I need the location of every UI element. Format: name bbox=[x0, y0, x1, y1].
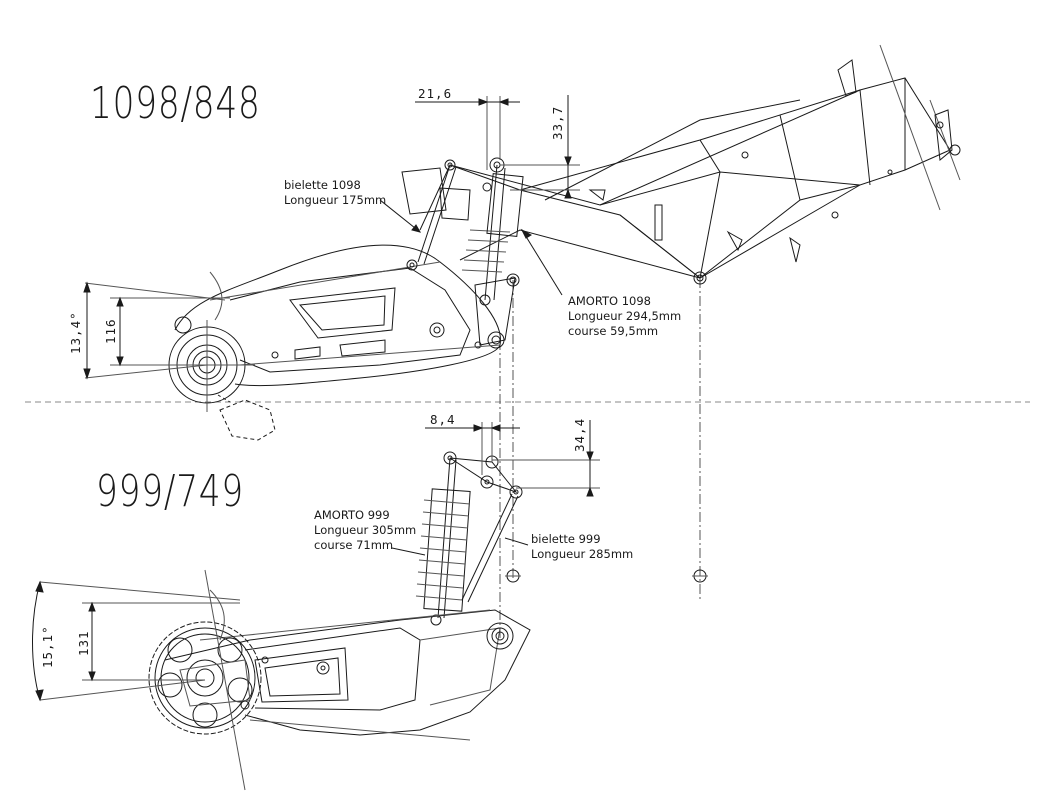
dim-bottom-height: 131 bbox=[76, 630, 91, 656]
leader-bielette-999 bbox=[505, 538, 528, 545]
shock-1098 bbox=[402, 158, 523, 305]
dimensions-bottom bbox=[33, 420, 601, 700]
dim-bottom-horizontal: 8,4 bbox=[430, 412, 456, 427]
note-line: Longueur 285mm bbox=[531, 547, 634, 561]
leader-amorto-1098 bbox=[522, 230, 562, 295]
note-line: course 59,5mm bbox=[568, 324, 659, 338]
swingarm-999 bbox=[165, 610, 530, 740]
note-line: course 71mm bbox=[314, 538, 394, 552]
shock-999 bbox=[416, 452, 470, 625]
title-999-749: 999/749 bbox=[96, 466, 245, 517]
angle-arc-bottom bbox=[210, 590, 224, 640]
title-1098-848: 1098/848 bbox=[90, 78, 261, 129]
note-line: AMORTO 1098 bbox=[568, 294, 651, 308]
note-line: Longueur 305mm bbox=[314, 523, 417, 537]
dimensions-top bbox=[84, 95, 580, 378]
link-999 bbox=[450, 456, 708, 602]
hub-1098 bbox=[165, 317, 275, 440]
note-amorto-1098: AMORTO 1098 Longueur 294,5mm course 59,5… bbox=[568, 294, 681, 339]
dim-bottom-vertical: 34,4 bbox=[572, 417, 587, 452]
dim-top-vertical: 33,7 bbox=[550, 105, 565, 140]
sprocket-999 bbox=[149, 570, 261, 790]
swingarm-1098 bbox=[175, 245, 500, 385]
note-line: Longueur 294,5mm bbox=[568, 309, 682, 323]
dim-top-angle: 13,4° bbox=[68, 311, 83, 354]
link-1098 bbox=[418, 160, 519, 348]
trellis-frame bbox=[420, 45, 960, 284]
leader-amorto-999 bbox=[392, 548, 425, 555]
note-line: bielette 1098 bbox=[284, 178, 361, 192]
dim-top-height: 116 bbox=[103, 318, 118, 344]
note-amorto-999: AMORTO 999 Longueur 305mm course 71mm bbox=[314, 508, 416, 553]
angle-arc-top bbox=[210, 272, 222, 320]
note-bielette-1098: bielette 1098 Longueur 175mm bbox=[284, 178, 386, 208]
leader-bielette-1098 bbox=[380, 200, 420, 232]
note-bielette-999: bielette 999 Longueur 285mm bbox=[531, 532, 633, 562]
note-line: Longueur 175mm bbox=[284, 193, 387, 207]
dim-bottom-angle: 15,1° bbox=[40, 625, 55, 668]
note-line: AMORTO 999 bbox=[314, 508, 390, 522]
dim-top-horizontal: 21,6 bbox=[418, 86, 453, 101]
note-line: bielette 999 bbox=[531, 532, 601, 546]
